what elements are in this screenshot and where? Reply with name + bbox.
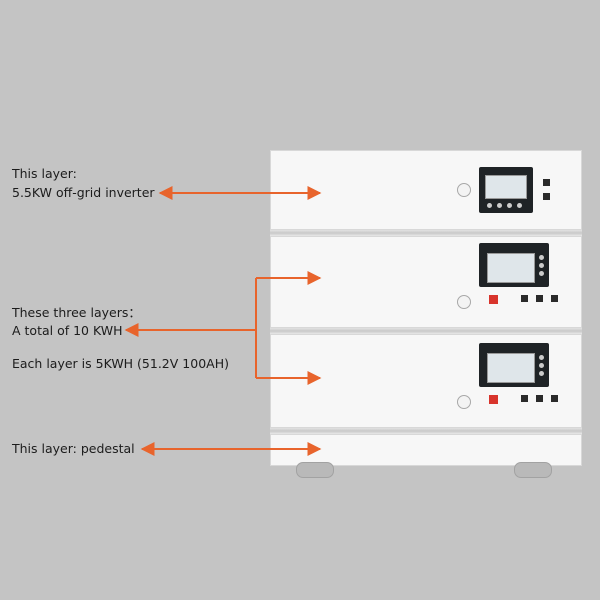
seam: [270, 328, 582, 334]
inverter-button-icon: [517, 203, 522, 208]
battery-port-icon: [551, 395, 558, 402]
status-led-icon: [539, 255, 544, 260]
battery-port-icon: [521, 295, 528, 302]
battery-screen: [487, 353, 535, 383]
status-led-icon: [539, 271, 544, 276]
inverter-unit: [270, 150, 582, 230]
battery-port-icon: [536, 395, 543, 402]
power-knob: [457, 395, 471, 409]
battery-port-icon: [521, 395, 528, 402]
battery-screen: [487, 253, 535, 283]
status-led-icon: [539, 363, 544, 368]
seam: [270, 230, 582, 236]
inverter-port-icon: [543, 179, 550, 186]
status-led-icon: [539, 355, 544, 360]
inverter-button-icon: [487, 203, 492, 208]
battery-display: [479, 343, 549, 387]
wheel-icon: [514, 462, 552, 478]
battery-unit: [270, 334, 582, 428]
battery-label-line3: Each layer is 5KWH (51.2V 100AH): [12, 356, 229, 371]
status-led-icon: [539, 263, 544, 268]
inverter-display: [479, 167, 533, 213]
battery-unit: [270, 236, 582, 328]
pedestal-unit: [270, 434, 582, 466]
battery-label-line2: A total of 10 KWH: [12, 323, 123, 338]
battery-display: [479, 243, 549, 287]
pedestal-label: This layer: pedestal: [12, 441, 135, 456]
inverter-screen: [485, 175, 527, 199]
seam: [270, 428, 582, 434]
battery-port-icon: [551, 295, 558, 302]
wheel-icon: [296, 462, 334, 478]
inverter-label-line1: This layer:: [12, 166, 77, 181]
inverter-button-icon: [507, 203, 512, 208]
power-knob: [457, 295, 471, 309]
inverter-label-line2: 5.5KW off-grid inverter: [12, 185, 155, 200]
status-led-icon: [539, 371, 544, 376]
breaker-switch-icon: [489, 395, 498, 404]
power-knob: [457, 183, 471, 197]
breaker-switch-icon: [489, 295, 498, 304]
inverter-port-icon: [543, 193, 550, 200]
battery-label-line1: These three layers：: [12, 305, 141, 320]
inverter-button-icon: [497, 203, 502, 208]
battery-port-icon: [536, 295, 543, 302]
